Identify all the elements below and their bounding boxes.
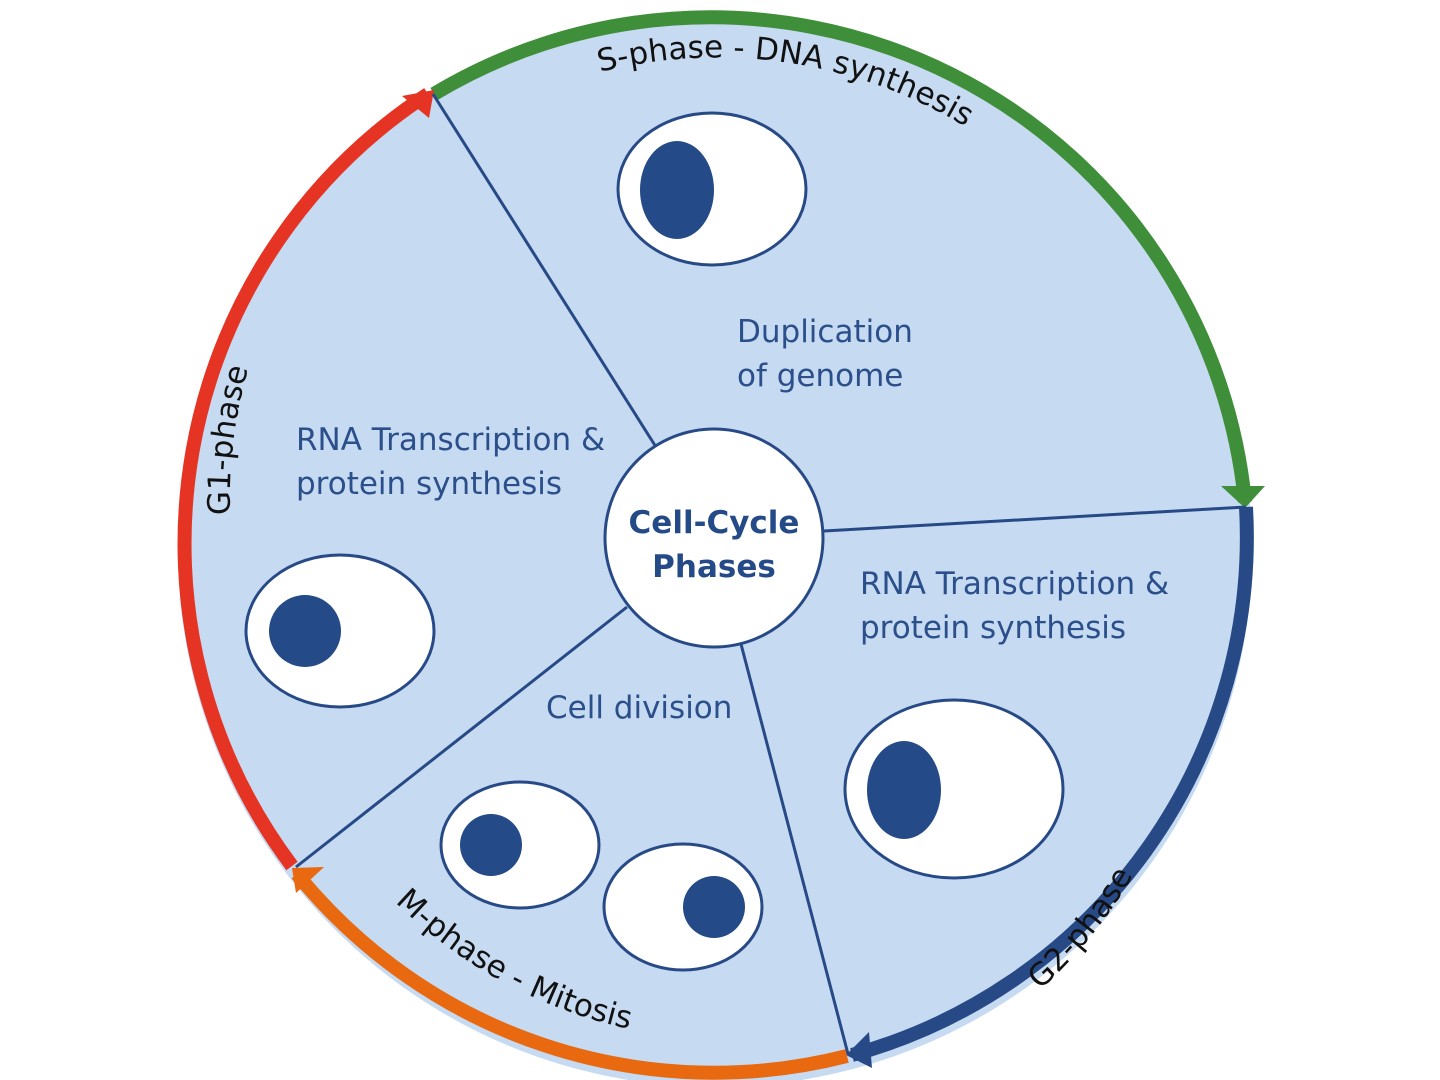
center-circle — [603, 427, 825, 649]
g1-phase-nucleus — [269, 595, 341, 667]
m-phase-arc — [291, 869, 849, 1080]
m-phase-daughter-cell-1 — [439, 780, 601, 910]
divider-m-g1 — [295, 605, 628, 869]
divider-g2-m — [739, 643, 850, 1055]
m-phase-description: Cell division — [546, 690, 732, 726]
s-phase-description-line1: Duplication — [737, 314, 913, 350]
s-phase-description-line2: of genome — [737, 358, 903, 394]
g1-phase-cell — [244, 553, 436, 709]
m-phase-nucleus-1 — [460, 814, 522, 876]
g1-phase-description-line1: RNA Transcription & — [296, 422, 605, 458]
g2-phase-arc — [850, 506, 1254, 1062]
center-label-line2: Phases — [652, 549, 776, 585]
center-label-line1: Cell-Cycle — [629, 505, 800, 541]
g2-phase-nucleus — [867, 741, 941, 839]
g2-phase-description-line2: protein synthesis — [860, 610, 1126, 646]
g1-phase-description-line2: protein synthesis — [296, 466, 562, 502]
divider-g1-s — [431, 93, 658, 448]
g2-phase-cell — [843, 698, 1065, 880]
m-phase-arrowhead — [292, 867, 324, 893]
s-phase-nucleus — [640, 141, 714, 239]
s-phase-arc — [430, 10, 1252, 503]
g2-phase-description-line1: RNA Transcription & — [860, 566, 1169, 602]
s-phase-arrowhead — [1221, 486, 1265, 508]
s-phase-cell — [616, 111, 808, 267]
divider-s-g2 — [823, 505, 1247, 533]
g2-phase-arrowhead — [846, 1032, 872, 1068]
m-phase-daughter-cell-2 — [602, 842, 764, 972]
m-phase-nucleus-2 — [683, 876, 745, 938]
g1-phase-arrowhead — [402, 90, 434, 118]
g1-phase-arc — [177, 88, 432, 871]
